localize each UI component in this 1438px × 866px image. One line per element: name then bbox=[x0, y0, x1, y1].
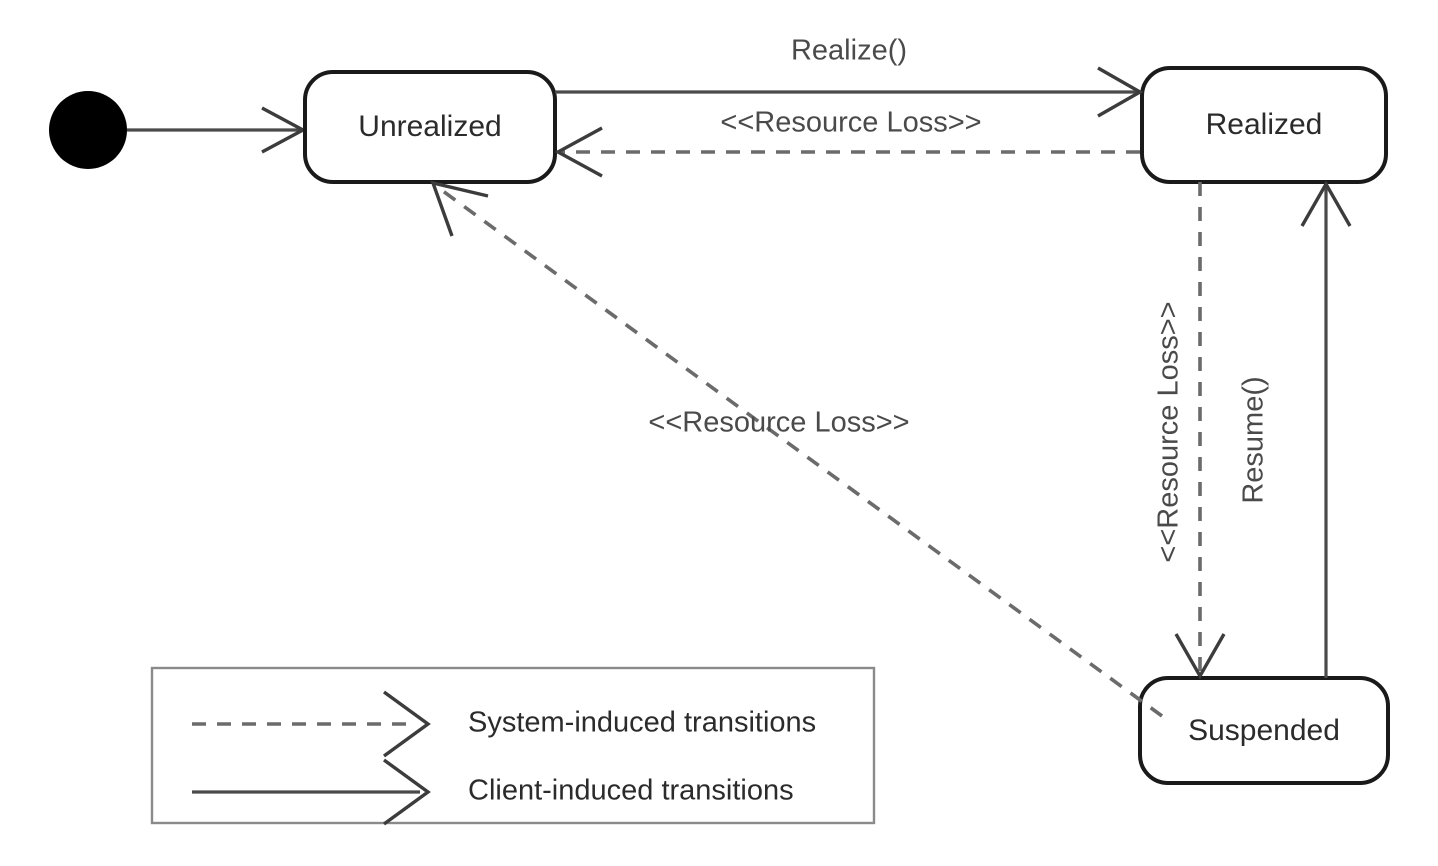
legend-system-label: System-induced transitions bbox=[468, 707, 816, 739]
legend-client-label: Client-induced transitions bbox=[468, 775, 794, 807]
transition-realize-arrowhead bbox=[1097, 66, 1144, 118]
state-suspended-label: Suspended bbox=[1188, 714, 1340, 747]
transition-resume-label: Resume() bbox=[1238, 376, 1270, 503]
legend-box bbox=[150, 666, 876, 825]
transition-realized-suspend-label: <<Resource Loss>> bbox=[1153, 301, 1185, 562]
transition-realized-loss-arrowhead bbox=[554, 126, 603, 178]
state-suspended[interactable] bbox=[1138, 676, 1390, 785]
state-realized-label: Realized bbox=[1206, 108, 1323, 141]
state-unrealized-label: Unrealized bbox=[358, 110, 501, 143]
transition-suspended-loss-arrowhead bbox=[430, 180, 489, 237]
transition-realized-loss-label: <<Resource Loss>> bbox=[720, 107, 981, 139]
initial-state-node[interactable] bbox=[49, 91, 127, 169]
transition-resume-arrowhead bbox=[1300, 180, 1352, 227]
transition-realized-suspend-arrowhead bbox=[1174, 633, 1226, 680]
state-unrealized[interactable] bbox=[303, 70, 557, 184]
state-realized[interactable] bbox=[1140, 66, 1388, 184]
legend-system-sample-arrowhead bbox=[383, 690, 431, 758]
legend-client-sample-arrowhead bbox=[383, 758, 431, 826]
transition-suspended-loss-label: <<Resource Loss>> bbox=[648, 407, 909, 439]
transition-suspended-loss-line[interactable] bbox=[434, 184, 1164, 718]
transition-realize-label: Realize() bbox=[791, 35, 907, 67]
